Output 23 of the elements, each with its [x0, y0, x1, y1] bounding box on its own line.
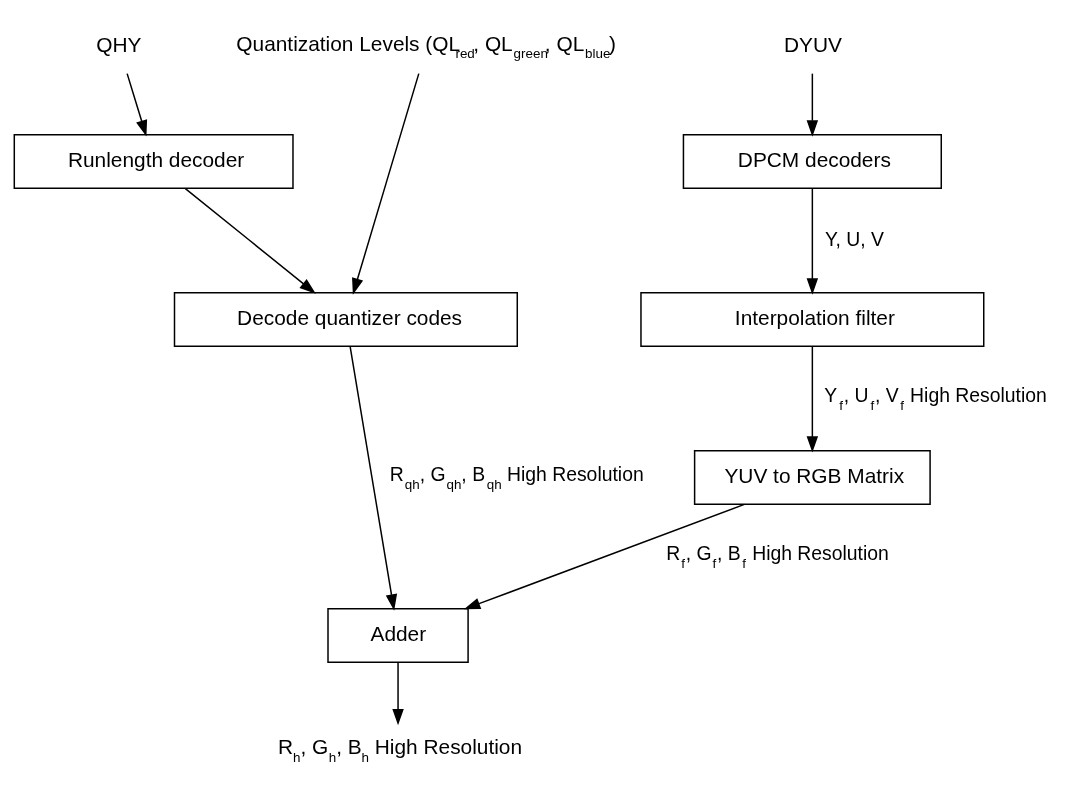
node-box: Decode quantizer codes: [173, 291, 518, 347]
arrow: [352, 72, 420, 295]
node-box: Runlength decoder: [13, 133, 294, 189]
node-box: Adder: [327, 607, 469, 663]
edge-label: R$_{qh}$, G$_{qh}$, B$_{qh}$ High Resolution: [389, 462, 644, 492]
arrow: [806, 187, 819, 295]
node-box: DPCM decoders: [682, 133, 942, 189]
node-text: Quantization Levels (QL$_{red}$, QL$_{green}$, QL$_{blue}$): [236, 31, 616, 61]
arrow: [392, 661, 404, 725]
edge-label: Y, U, V: [825, 227, 884, 250]
edge-label: R$_{f}$, G$_{f}$, B$_{f}$ High Resolution: [666, 541, 889, 571]
arrow: [126, 72, 148, 137]
node-text: R$_{h}$, G$_{h}$, B$_{h}$ High Resolution: [278, 734, 523, 765]
arrow: [349, 345, 398, 611]
edge-label: Y$_{f}$, U$_{f}$, V$_{f}$ High Resolution: [824, 383, 1047, 413]
node-text: QHY: [96, 32, 142, 56]
arrow: [806, 72, 819, 137]
node-box: Interpolation filter: [640, 291, 985, 347]
arrow: [184, 187, 316, 294]
arrow: [463, 503, 746, 609]
node-text: DYUV: [784, 32, 843, 56]
arrow: [806, 345, 819, 453]
node-box: YUV to RGB Matrix: [693, 449, 931, 505]
